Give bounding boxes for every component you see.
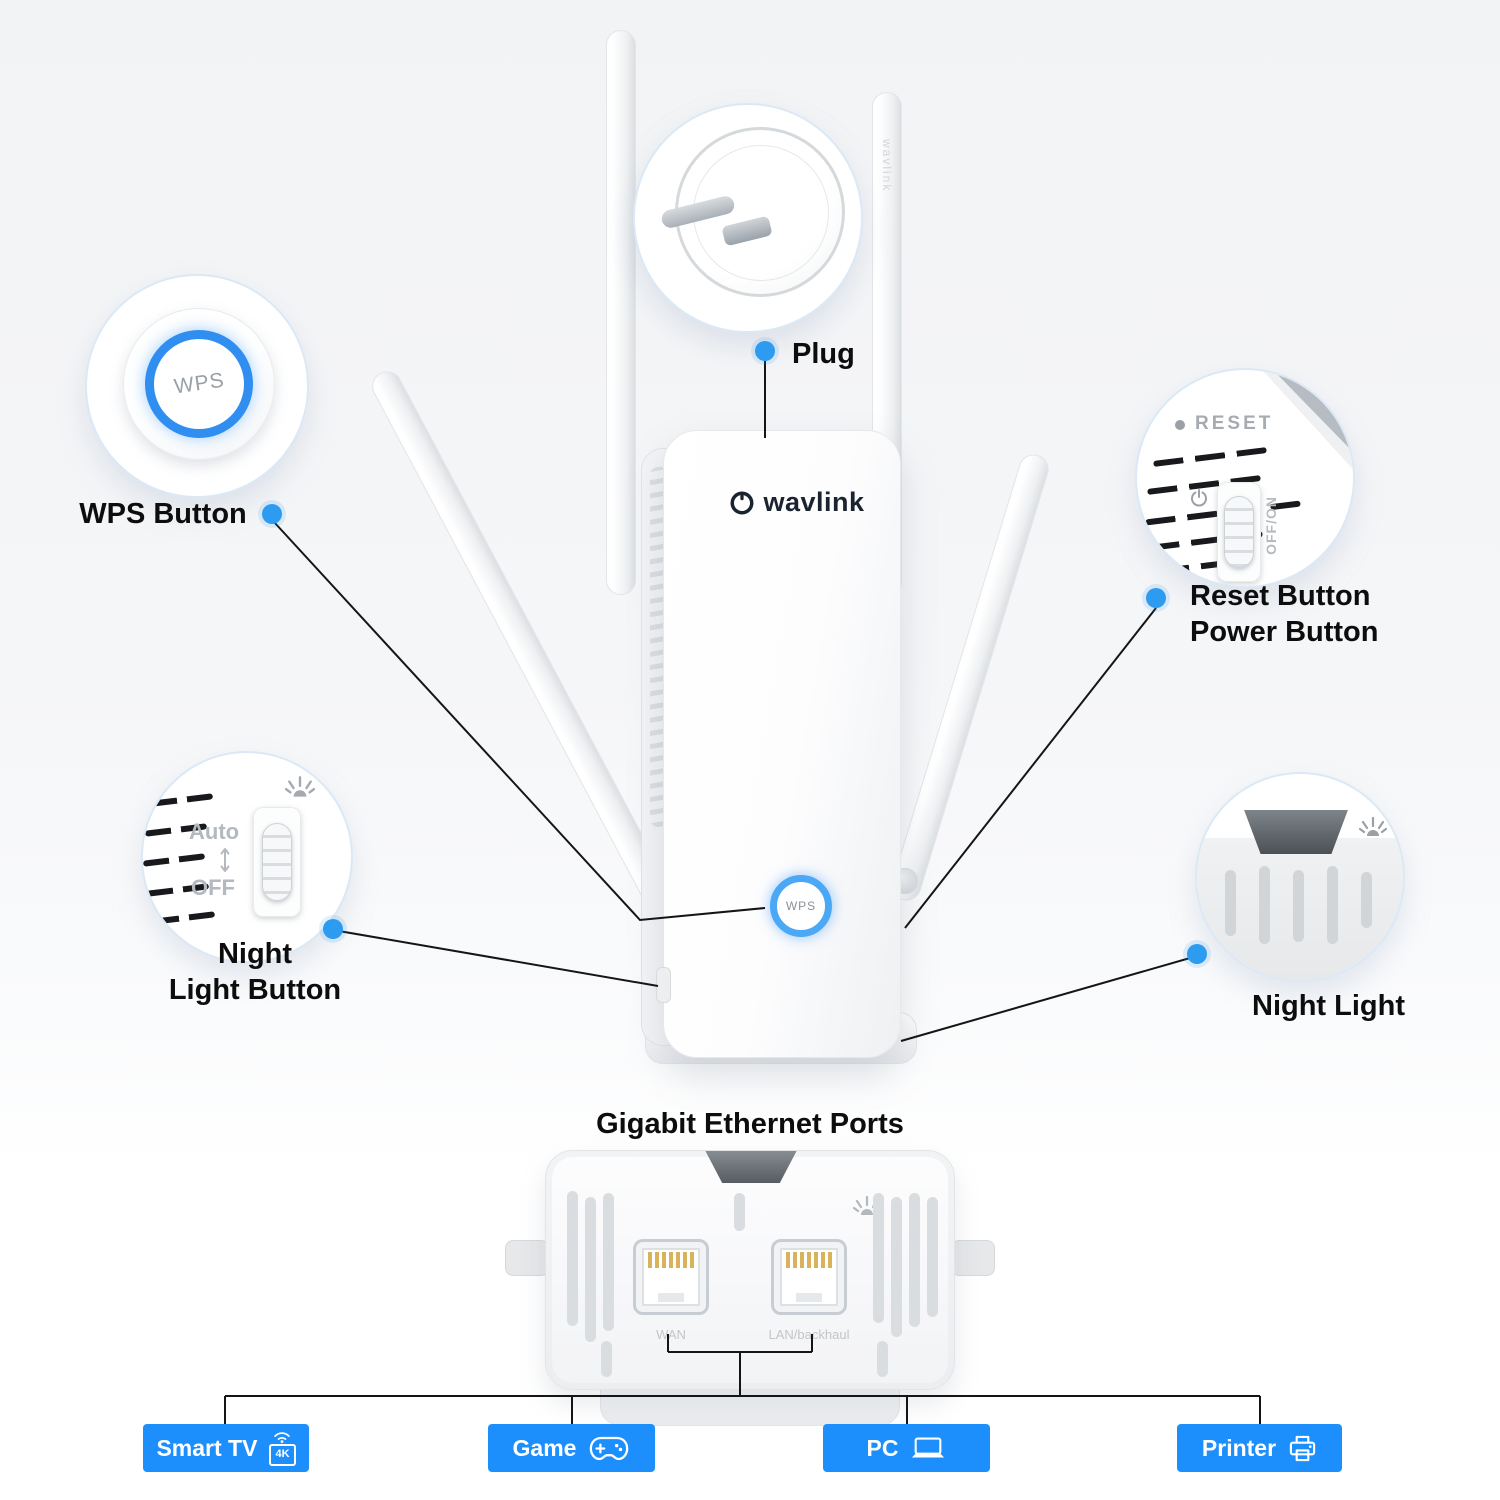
callout-dot [1146,588,1166,608]
laptop-icon [910,1435,946,1461]
off-text: OFF [191,875,235,900]
wps-text: WPS [172,368,226,399]
reset-power-label: Reset Button Power Button [1190,578,1379,650]
callout-wps-button: WPS [85,274,309,498]
vent-slats [1153,447,1267,467]
device-tag-label: Smart TV [156,1434,258,1461]
wps-button-label: WPS Button [79,498,247,530]
vent-slot [1259,866,1270,944]
wps-button-graphic: WPS [123,308,275,460]
pc-tag: PC [823,1424,990,1472]
night-light-line [900,955,1198,1042]
reset-label-line1: Reset Button [1190,580,1371,612]
wan-port-label: WAN [656,1327,686,1342]
gamepad-icon [588,1435,630,1462]
vent-slats [150,793,214,807]
antenna-brand-text: wavlink [880,139,894,193]
tv-4k-icon: 4K [269,1430,296,1466]
night-label-line1: Night [217,938,293,970]
reset-pinhole-icon [1175,420,1185,430]
callout-reset-power: RESET OFF/ON [1135,368,1355,588]
antenna-left-vertical [606,30,636,595]
vent-slot [601,1341,612,1377]
vent-slot [585,1197,596,1342]
smart-tv-tag: Smart TV 4K [143,1424,309,1472]
wan-port [633,1239,709,1315]
lan-port [771,1239,847,1315]
power-switch [1224,496,1254,568]
port-opening [642,1248,700,1306]
vent-slot [873,1193,884,1323]
vent-slot [1361,872,1372,928]
vent-slot [734,1193,745,1231]
night-light-opening [705,1151,797,1183]
auto-text: Auto [189,819,240,844]
mounting-ear [951,1240,995,1276]
vent-slot [877,1341,888,1377]
device-wps-button: WPS [770,875,832,937]
night-light-switch-graphic [262,823,292,901]
night-button-line [332,929,659,987]
reset-label-line2: Power Button [1190,616,1379,648]
off-on-text: OFF/ON [1263,496,1279,555]
vent-slot [1225,870,1236,936]
light-icon [285,775,315,799]
up-down-arrow-icon [219,847,231,873]
vent-slot [891,1197,902,1337]
callout-night-light-button: Auto OFF [141,751,353,963]
vent-slats [152,911,216,925]
vent-slats [143,853,206,867]
game-tag: Game [488,1424,655,1472]
device-tag-label: Game [512,1434,577,1461]
night-light-button-label: Night Light Button [150,936,360,1008]
callout-plug [633,103,863,333]
port-opening [780,1248,838,1306]
device-tag-label: PC [866,1434,899,1461]
printer-tag: Printer [1177,1424,1342,1472]
wifi-icon [271,1430,293,1443]
extender-body: wavlink WPS [656,430,901,1058]
wps-ring: WPS [145,330,253,438]
section-title: Gigabit Ethernet Ports [596,1108,904,1140]
callout-dot [755,341,775,361]
reset-text: RESET [1195,413,1274,434]
callout-dot [262,504,282,524]
night-light-lens [1244,810,1348,854]
bottom-base [600,1386,900,1426]
vent-slot [909,1193,920,1327]
wavlink-logo-icon [729,490,755,516]
device-tag-label: Printer [1201,1434,1277,1461]
vent-slot [1327,866,1338,944]
printer-icon [1288,1434,1317,1463]
night-light-switch-nub [656,967,671,1003]
callout-night-light [1195,772,1405,982]
lan-port-label: LAN/backhaul [768,1327,850,1342]
brand-name: wavlink [763,487,865,517]
device-wps-label: WPS [785,899,817,913]
mounting-ear [505,1240,549,1276]
night-light-label: Night Light [1252,990,1406,1022]
tv-4k-badge: 4K [269,1444,296,1466]
night-label-line2: Light Button [168,974,342,1006]
vent-slot [1293,870,1304,942]
power-icon [1189,488,1209,508]
callout-dot [1187,944,1207,964]
antenna-right-angled [887,450,1053,905]
vent-slot [567,1191,578,1326]
device-bottom-view: WAN LAN/backhaul [545,1150,955,1390]
plug-label: Plug [792,338,855,370]
wavlink-logo: wavlink [694,487,900,518]
vent-slot [603,1193,614,1331]
light-icon [1359,816,1387,838]
vent-slot [927,1197,938,1317]
